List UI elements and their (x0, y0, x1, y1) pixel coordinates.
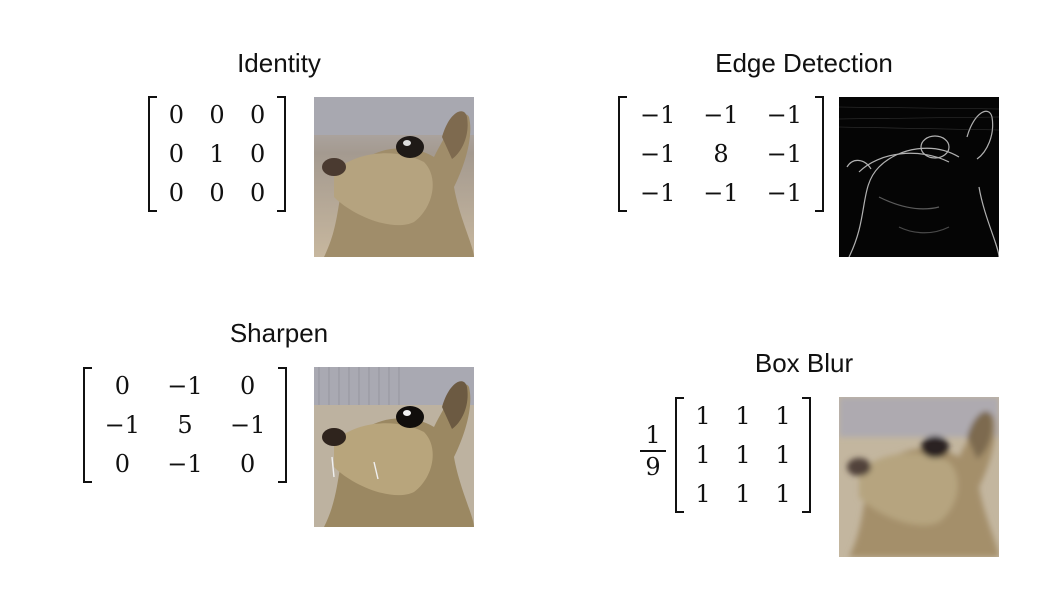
matrix-cell: 1 (695, 402, 711, 431)
matrix-cell: −1 (167, 449, 203, 478)
matrix-cell: 0 (250, 101, 266, 130)
matrix-right-bracket (802, 397, 811, 513)
matrix-cell: 1 (695, 440, 711, 469)
matrix-cell: 1 (775, 440, 791, 469)
kernel-title-sharpen: Sharpen (229, 318, 329, 348)
matrix-cell: 1 (735, 440, 751, 469)
matrix-cell: 0 (168, 139, 184, 168)
matrix-cell: −1 (104, 410, 141, 439)
matrix-cell: −1 (639, 139, 676, 168)
matrix-right-bracket (277, 96, 286, 212)
sharpen-result-image (314, 367, 474, 527)
matrix-cell: −1 (703, 178, 739, 207)
matrix-cell: 8 (713, 139, 729, 168)
matrix-left-bracket (675, 397, 684, 513)
matrix-right-bracket (815, 96, 824, 212)
kernel-title-box-blur: Box Blur (754, 348, 854, 378)
matrix-cell: 1 (735, 402, 751, 431)
identity-kernel-matrix: 0 0 0 0 1 0 0 0 0 (148, 96, 286, 212)
fraction-numerator: 1 (640, 422, 666, 452)
identity-result-image (314, 97, 474, 257)
matrix-left-bracket (83, 367, 92, 483)
matrix-cell: −1 (167, 372, 203, 401)
matrix-left-bracket (618, 96, 627, 212)
matrix-cell: −1 (639, 101, 676, 130)
matrix-right-bracket (278, 367, 287, 483)
kernel-title-edge-detection: Edge Detection (715, 48, 893, 78)
matrix-cell: 1 (695, 479, 711, 508)
matrix-cell: 0 (240, 372, 256, 401)
matrix-cell: −1 (639, 178, 676, 207)
matrix-cell: 1 (209, 139, 225, 168)
matrix-cell: 1 (775, 479, 791, 508)
matrix-cell: 0 (240, 449, 256, 478)
matrix-cell: −1 (766, 139, 803, 168)
matrix-left-bracket (148, 96, 157, 212)
box-blur-kernel-matrix: 1 1 1 1 1 1 1 1 1 (675, 397, 811, 513)
matrix-cell: 0 (209, 101, 225, 130)
matrix-cell: −1 (766, 178, 803, 207)
box-blur-result-image (839, 397, 999, 557)
matrix-cell: 0 (250, 178, 266, 207)
matrix-cell: −1 (703, 101, 739, 130)
matrix-cell: −1 (766, 101, 803, 130)
matrix-cell: 1 (735, 479, 751, 508)
matrix-cell: 5 (177, 410, 193, 439)
edge-detection-result-image (839, 97, 999, 257)
matrix-cell: 0 (168, 178, 184, 207)
matrix-cell: 0 (114, 372, 130, 401)
matrix-cell: 0 (168, 101, 184, 130)
kernel-title-identity: Identity (237, 48, 321, 78)
matrix-cell: 0 (250, 139, 266, 168)
box-blur-scale-fraction: 1 9 (640, 422, 666, 480)
matrix-cell: 0 (209, 178, 225, 207)
fraction-denominator: 9 (645, 453, 661, 481)
matrix-cell: −1 (229, 410, 266, 439)
sharpen-kernel-matrix: 0 −1 0 −1 5 −1 0 −1 0 (83, 367, 287, 483)
edge-detection-kernel-matrix: −1 −1 −1 −1 8 −1 −1 −1 −1 (618, 96, 824, 212)
matrix-cell: 1 (775, 402, 791, 431)
matrix-cell: 0 (114, 449, 130, 478)
